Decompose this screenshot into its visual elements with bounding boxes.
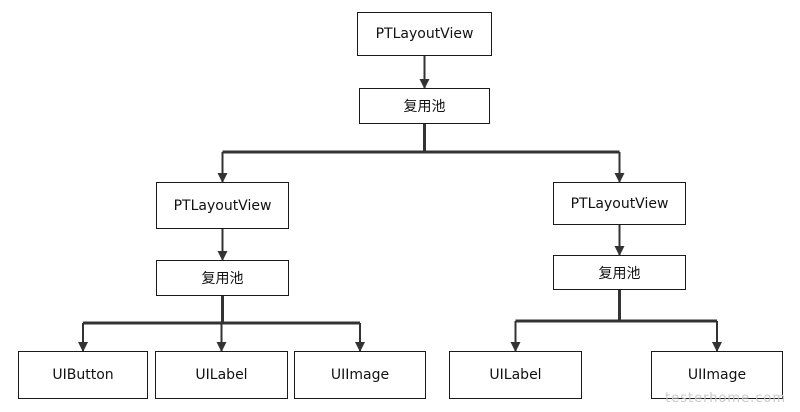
right-uilabel-node: UILabel — [449, 351, 582, 399]
root-reuse-pool-node: 复用池 — [359, 88, 490, 124]
uibutton-node: UIButton — [18, 351, 148, 399]
left-ptlayoutview-node: PTLayoutView — [156, 182, 289, 229]
left-reuse-pool-node: 复用池 — [156, 260, 289, 296]
right-ptlayoutview-node: PTLayoutView — [553, 182, 686, 225]
right-uiimage-node: UIImage — [651, 351, 783, 399]
right-reuse-pool-node: 复用池 — [553, 255, 686, 290]
left-uilabel-node: UILabel — [155, 351, 288, 399]
left-uiimage-node: UIImage — [294, 351, 426, 399]
watermark: testerhome.com — [665, 391, 786, 406]
root-ptlayoutview-node: PTLayoutView — [357, 12, 492, 56]
